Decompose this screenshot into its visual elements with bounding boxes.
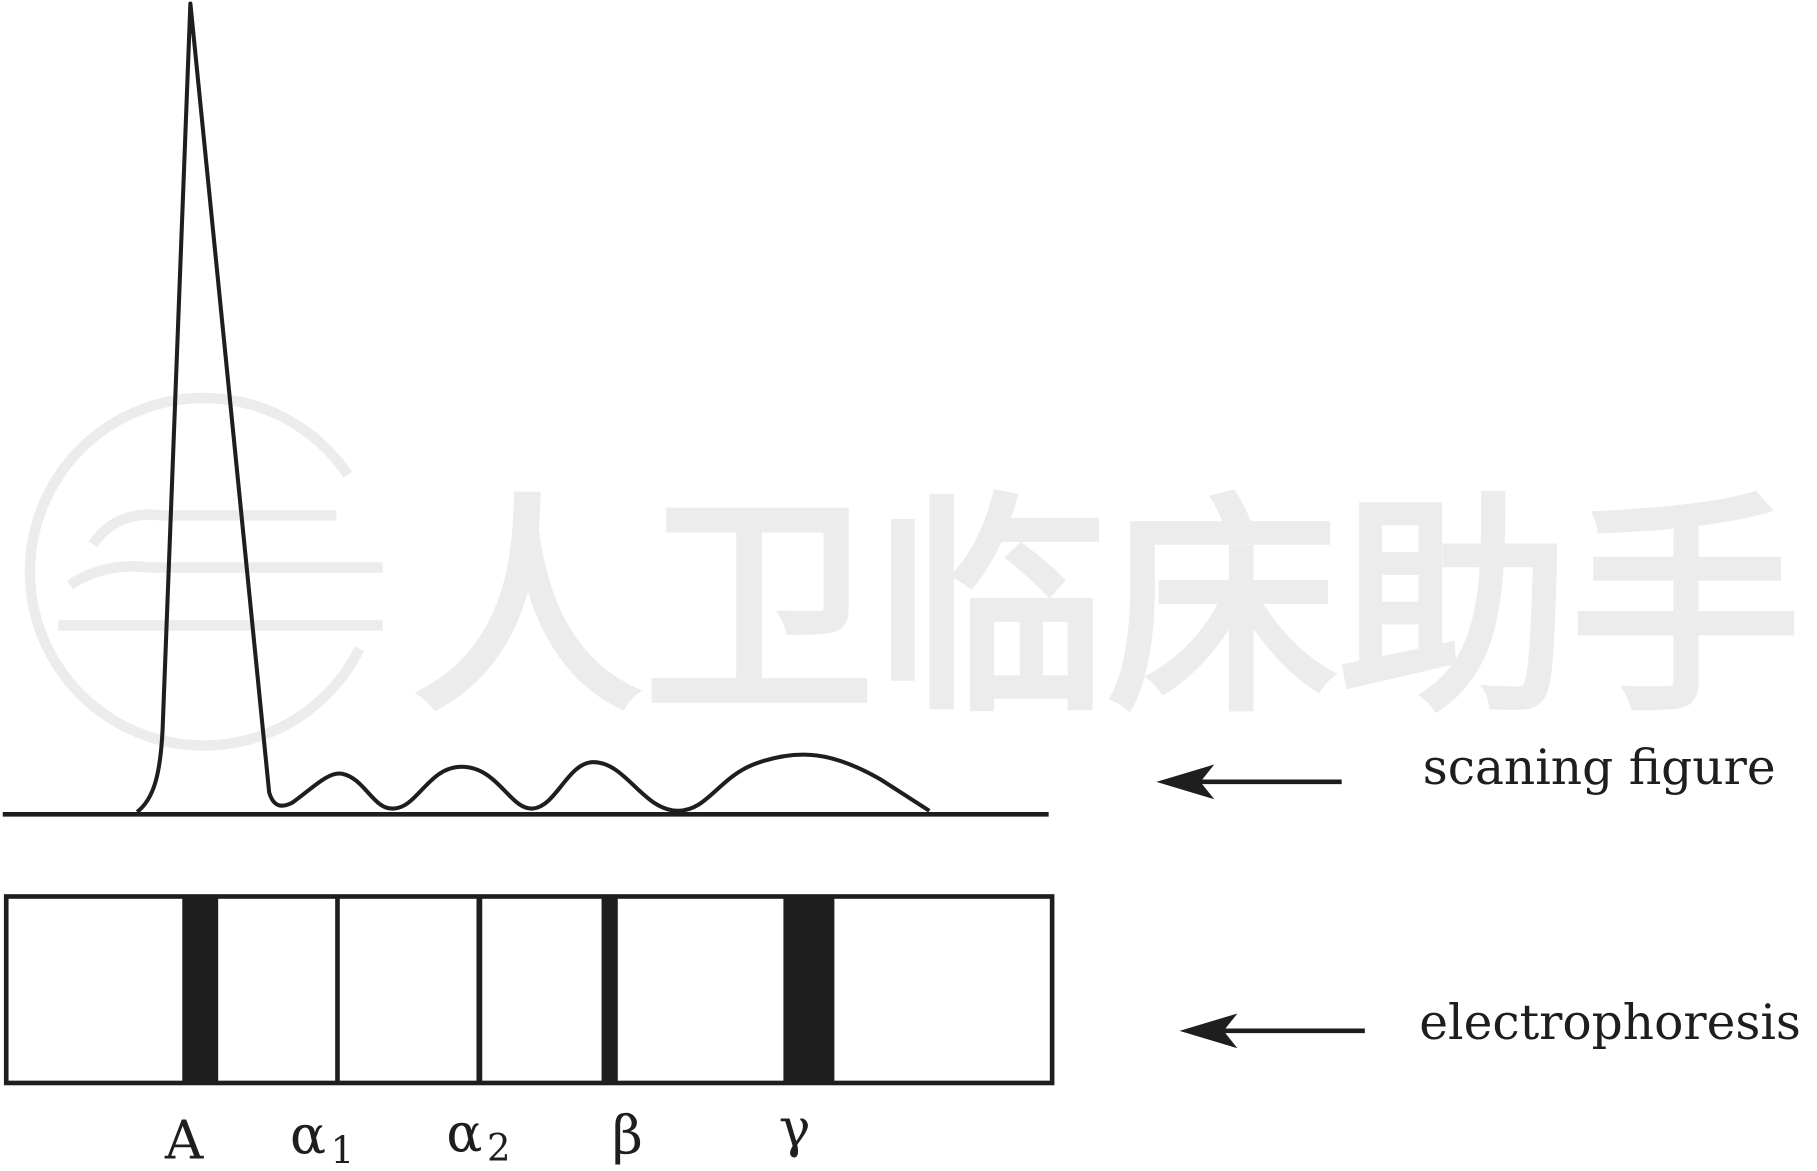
arrow-left-icon xyxy=(1156,764,1342,800)
band-beta xyxy=(601,896,618,1083)
watermark-logo xyxy=(24,392,383,751)
scanning-figure-label: scaning figure xyxy=(1423,740,1776,796)
band-label-A: A xyxy=(164,1109,204,1171)
arrow-left-icon xyxy=(1179,1013,1365,1049)
band-alpha1 xyxy=(335,896,340,1083)
electrophoresis-label: electrophoresis xyxy=(1419,995,1801,1051)
band-label-gamma: γ xyxy=(779,1098,811,1160)
electrophoresis-strip xyxy=(3,894,1055,1086)
band-A xyxy=(182,896,219,1083)
band-alpha2 xyxy=(476,896,483,1083)
band-label-beta: β xyxy=(612,1105,643,1167)
band-label-alpha1-letter: α xyxy=(290,1105,326,1167)
watermark-text: 人卫临床助手 xyxy=(412,474,1802,744)
band-gamma xyxy=(783,896,835,1083)
scanning-curve xyxy=(135,1,931,814)
band-label-alpha1-sub: 1 xyxy=(331,1129,355,1171)
band-label-alpha2-sub: 2 xyxy=(487,1127,511,1170)
band-label-alpha2-letter: α xyxy=(446,1102,482,1164)
